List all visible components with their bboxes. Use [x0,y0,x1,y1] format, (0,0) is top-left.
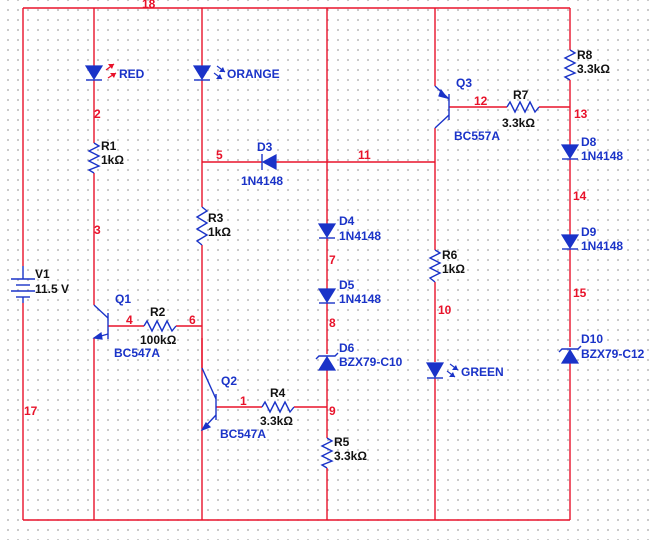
net-label: 10 [438,303,452,317]
diode-d9 [560,234,580,250]
transistor-q1 [92,304,109,340]
d3-ref: D3 [257,140,273,154]
diode-d4 [317,223,337,239]
q1-ref: Q1 [115,292,131,306]
net-label: 12 [474,94,488,108]
resistor-r6 [428,249,442,283]
battery-v1 [11,266,35,303]
r7-ref: R7 [513,88,529,102]
q3-model: BC557A [454,129,500,143]
r7-value: 3.3kΩ [502,116,535,130]
d8-model: 1N4148 [581,149,623,163]
net-label: 17 [24,404,38,418]
d6-model: BZX79-C10 [339,355,403,369]
diode-d3 [261,153,277,171]
q2-model: BC547A [220,427,266,441]
component-labels: V1 11.5 V RED ORANGE GREEN R1 1kΩ R2 100… [35,48,645,463]
led-red-label: RED [119,67,145,81]
diode-d8 [560,144,580,160]
r8-value: 3.3kΩ [577,62,610,76]
d8-ref: D8 [581,135,597,149]
r3-value: 1kΩ [208,225,231,239]
d5-ref: D5 [339,278,355,292]
resistor-r3 [195,206,209,246]
net-label: 6 [189,313,196,327]
diode-d5 [317,288,337,304]
zener-diode-d10 [558,345,582,364]
net-label: 15 [573,286,587,300]
d9-model: 1N4148 [581,239,623,253]
transistor-q2 [200,367,217,432]
r6-value: 1kΩ [442,262,465,276]
r1-value: 1kΩ [101,153,124,167]
resistor-r2 [143,319,177,333]
net-label: 7 [329,253,336,267]
transistor-q3 [434,85,450,129]
r4-value: 3.3kΩ [260,414,293,428]
led-green [425,362,459,379]
net-label: 4 [126,313,133,327]
net-label: 2 [94,107,101,121]
resistor-r8 [563,49,577,81]
resistor-r4 [261,400,295,414]
net-label: 18 [142,0,156,11]
r5-value: 3.3kΩ [334,449,367,463]
resistor-r5 [320,437,334,469]
d6-ref: D6 [339,341,355,355]
d10-model: BZX79-C12 [581,347,645,361]
net-label: 1 [240,394,247,408]
battery-value: 11.5 V [35,282,69,296]
battery-ref: V1 [35,267,50,281]
q3-ref: Q3 [456,76,472,90]
wires [22,7,571,521]
net-label: 13 [574,107,588,121]
led-red [84,63,117,81]
d4-model: 1N4148 [339,229,381,243]
r2-ref: R2 [150,305,166,319]
q1-model: BC547A [114,346,160,360]
net-label: 8 [329,316,336,330]
resistor-r1 [87,142,101,174]
net-label: 9 [329,404,336,418]
net-label: 3 [94,223,101,237]
net-label: 14 [573,189,587,203]
led-orange [192,65,226,81]
r2-value: 100kΩ [140,333,177,347]
d3-model: 1N4148 [241,174,283,188]
d5-model: 1N4148 [339,292,381,306]
led-green-label: GREEN [461,365,504,379]
r6-ref: R6 [442,248,458,262]
d9-ref: D9 [581,225,597,239]
resistor-r7 [506,100,540,114]
d10-ref: D10 [581,332,603,346]
r3-ref: R3 [208,211,224,225]
net-label: 11 [358,148,371,162]
r8-ref: R8 [577,48,593,62]
led-orange-label: ORANGE [227,67,280,81]
r5-ref: R5 [334,435,350,449]
zener-diode-d6 [315,352,339,371]
net-labels: 18 2 3 4 6 5 11 7 8 9 1 12 13 14 15 10 1… [24,0,588,418]
q2-ref: Q2 [221,374,237,388]
net-label: 5 [216,148,223,162]
r4-ref: R4 [270,386,286,400]
d4-ref: D4 [339,214,355,228]
r1-ref: R1 [101,139,117,153]
